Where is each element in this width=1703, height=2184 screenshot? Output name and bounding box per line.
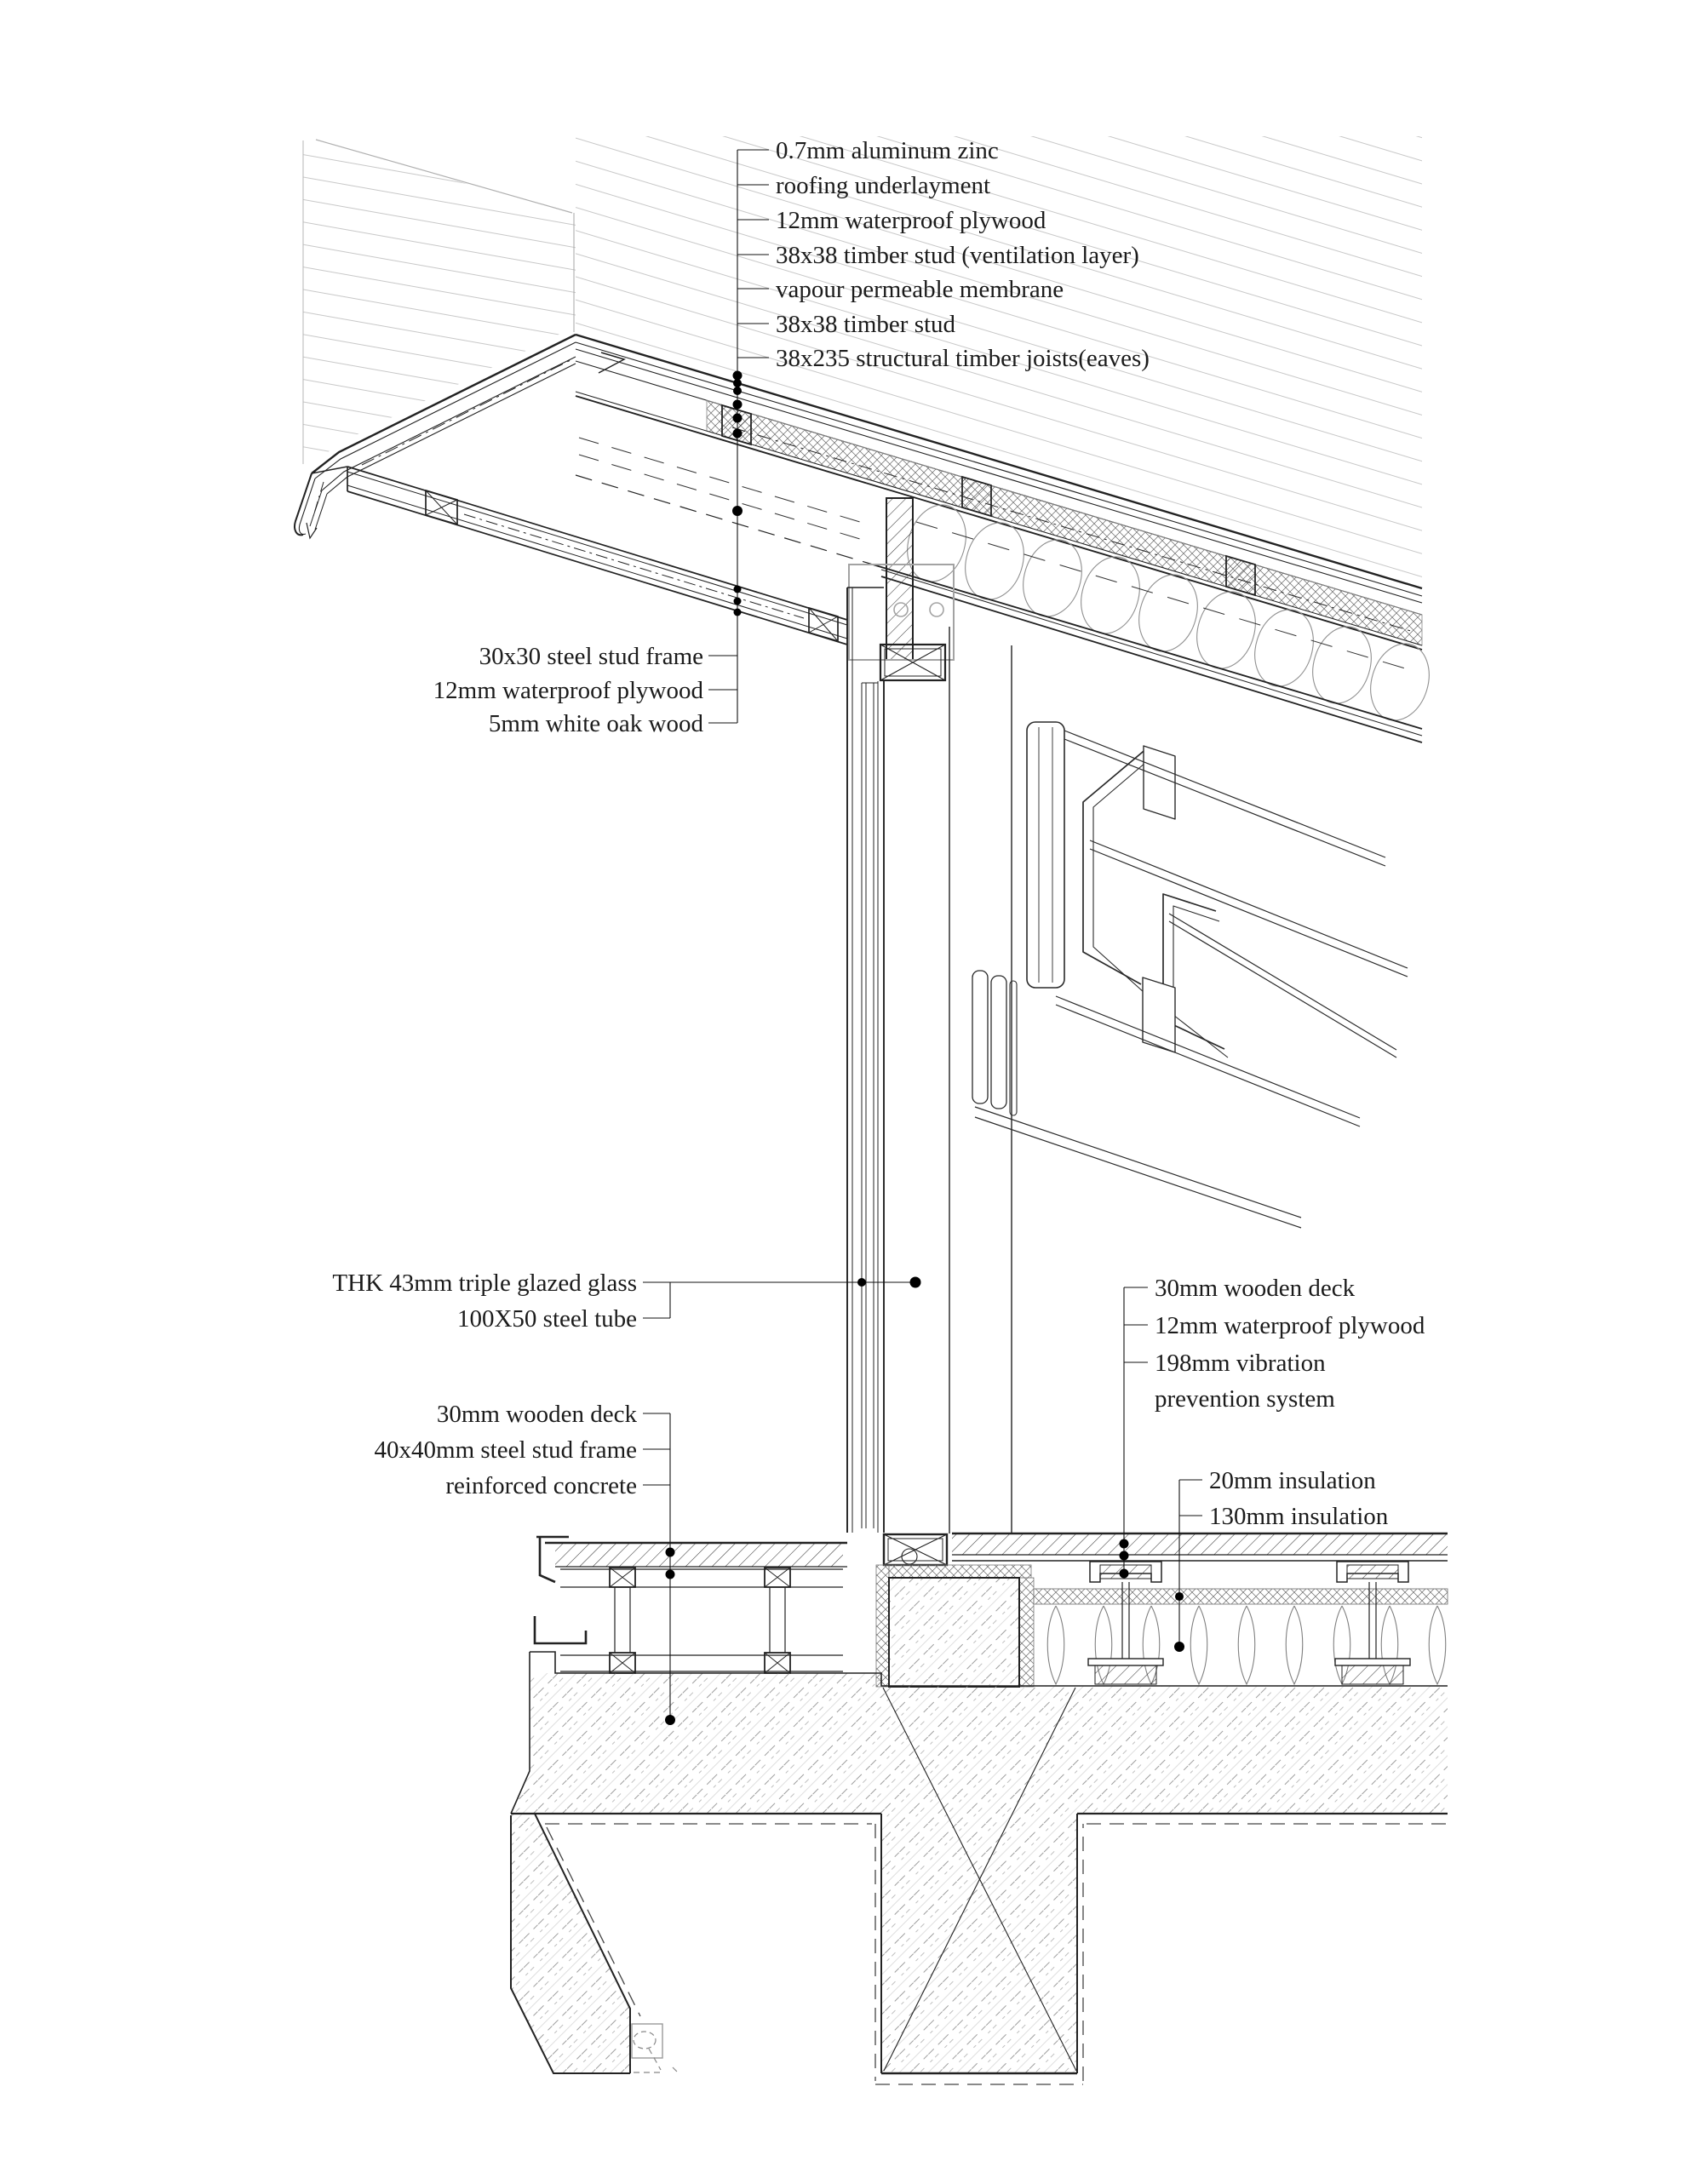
- steel-bracket-plate: [848, 564, 955, 661]
- label-glazing: 100X50 steel tube: [457, 1305, 637, 1333]
- timber-stud-section: [1225, 554, 1256, 597]
- interior-ceiling-rails: [972, 721, 1408, 1229]
- water-flow-arrow-icon: [306, 522, 318, 540]
- timber-stud-section: [721, 404, 752, 446]
- bolt-hole-icon: [929, 602, 944, 617]
- leader-dots: [665, 370, 1184, 1725]
- underslab-insulation-dashed: [545, 1823, 1448, 2085]
- wall-head-assembly: [848, 497, 955, 682]
- label-roof-layer: 0.7mm aluminum zinc: [776, 137, 999, 164]
- interior-floor-assembly: [875, 1532, 1448, 1688]
- label-terrace-layer: 30mm wooden deck: [437, 1401, 638, 1428]
- wooden-deck-section: [952, 1533, 1448, 1555]
- head-blocking-box: [879, 643, 947, 682]
- terrace-deck-assembly: [533, 1535, 847, 1674]
- vibration-mount: [1087, 1561, 1164, 1685]
- timber-blocking-section: [886, 497, 914, 661]
- label-floor-layer: prevention system: [1155, 1385, 1335, 1413]
- anchor-detail: [631, 2023, 680, 2075]
- background-siding-right: [576, 136, 1422, 580]
- insulation-20mm-band: [1033, 1588, 1448, 1605]
- eave-fascia: [294, 333, 626, 540]
- airflow-arrow-icon: [598, 352, 626, 374]
- label-glazing: THK 43mm triple glazed glass: [332, 1270, 637, 1297]
- label-roof-layer: 38x38 timber stud (ventilation layer): [776, 242, 1139, 269]
- annotation-labels: 0.7mm aluminum zinc roofing underlayment…: [332, 137, 1425, 1530]
- background-siding-left: [302, 139, 576, 465]
- label-roof-layer: 38x235 structural timber joists(eaves): [776, 345, 1150, 372]
- edge-flashing: [536, 1535, 569, 1584]
- concrete-slab: [511, 1673, 1448, 1814]
- window-mullion: [846, 587, 1012, 1533]
- z-hanger-bracket: [1082, 747, 1149, 985]
- ceiling-rail-lines: [974, 730, 1408, 1229]
- drip-edge: [294, 473, 313, 536]
- label-roof-layer: roofing underlayment: [776, 172, 990, 199]
- wooden-deck-section: [555, 1543, 843, 1567]
- concrete-upstand: [888, 1577, 1020, 1688]
- timber-stud-section: [961, 475, 992, 518]
- roof-aluminum-line: [575, 333, 1423, 590]
- concrete-pier: [881, 1814, 1077, 2073]
- label-insulation: 130mm insulation: [1209, 1503, 1389, 1530]
- concrete-footing-wedge: [511, 1814, 630, 2073]
- vibration-mount: [1334, 1561, 1411, 1685]
- z-hanger-bracket: [1162, 893, 1225, 1050]
- label-floor-layer: 12mm waterproof plywood: [1155, 1312, 1425, 1339]
- leader-interior-floor: [1123, 1287, 1148, 1575]
- label-terrace-layer: reinforced concrete: [445, 1472, 637, 1499]
- bolt-hole-icon: [893, 602, 909, 617]
- leader-terrace: [643, 1413, 671, 1720]
- rail-block: [1143, 745, 1176, 820]
- roof-section: [575, 333, 1430, 743]
- insulation-130mm-batts: [1034, 1603, 1448, 1685]
- label-floor-layer: 198mm vibration: [1155, 1350, 1326, 1377]
- label-floor-layer: 30mm wooden deck: [1155, 1275, 1356, 1302]
- leader-lines: [643, 149, 1202, 1720]
- label-soffit-layer: 12mm waterproof plywood: [433, 677, 704, 704]
- label-roof-layer: vapour permeable membrane: [776, 276, 1064, 303]
- concrete-structure: [510, 1651, 1448, 2085]
- label-insulation: 20mm insulation: [1209, 1467, 1376, 1494]
- label-roof-layer: 12mm waterproof plywood: [776, 207, 1046, 234]
- label-soffit-layer: 30x30 steel stud frame: [479, 643, 703, 670]
- label-roof-layer: 38x38 timber stud: [776, 311, 956, 338]
- label-soffit-layer: 5mm white oak wood: [489, 710, 704, 737]
- edge-flashing: [533, 1616, 588, 1645]
- soffit-assembly: [311, 466, 848, 645]
- label-terrace-layer: 40x40mm steel stud frame: [375, 1436, 637, 1464]
- leader-slab-insulation: [1178, 1479, 1202, 1648]
